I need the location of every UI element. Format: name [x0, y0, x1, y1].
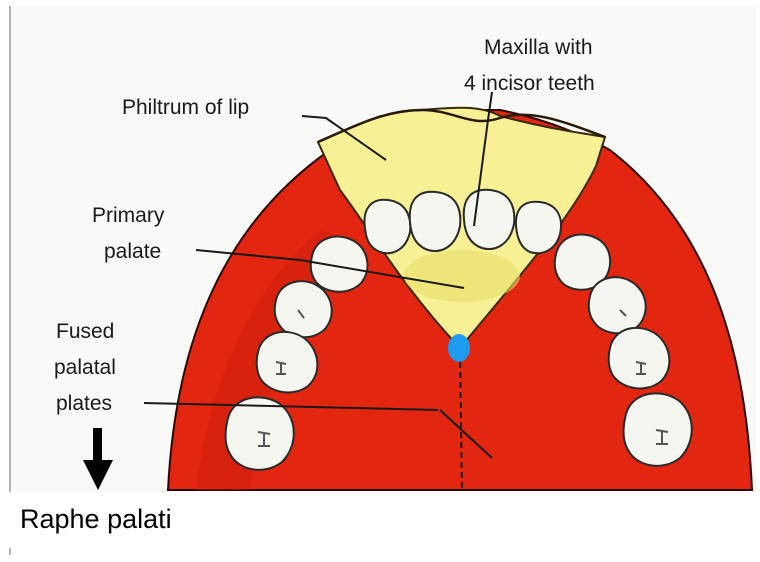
tooth	[275, 281, 332, 337]
tooth	[226, 397, 294, 469]
tooth	[609, 328, 670, 389]
label-philtrum: Philtrum of lip	[122, 96, 249, 119]
label-maxilla-line1: Maxilla with	[484, 36, 593, 59]
incisor-tooth	[464, 190, 515, 249]
label-primary-line2: palate	[104, 240, 161, 263]
incisor-tooth	[410, 192, 461, 251]
caption-raphe-palati: Raphe palati	[20, 504, 172, 535]
label-maxilla-line2: 4 incisor teeth	[464, 72, 595, 95]
caption-box: Raphe palati	[0, 492, 228, 548]
tooth	[589, 277, 646, 333]
label-fused-line3: plates	[56, 392, 112, 415]
incisor-tooth	[516, 202, 561, 254]
incisor-tooth	[364, 200, 410, 253]
label-fused-line1: Fused	[56, 320, 114, 343]
primary-palate-shading	[404, 250, 520, 302]
label-fused-line2: palatal	[54, 356, 116, 379]
tooth	[257, 332, 318, 393]
incisive-marker	[448, 334, 470, 362]
label-primary-line1: Primary	[92, 204, 165, 227]
